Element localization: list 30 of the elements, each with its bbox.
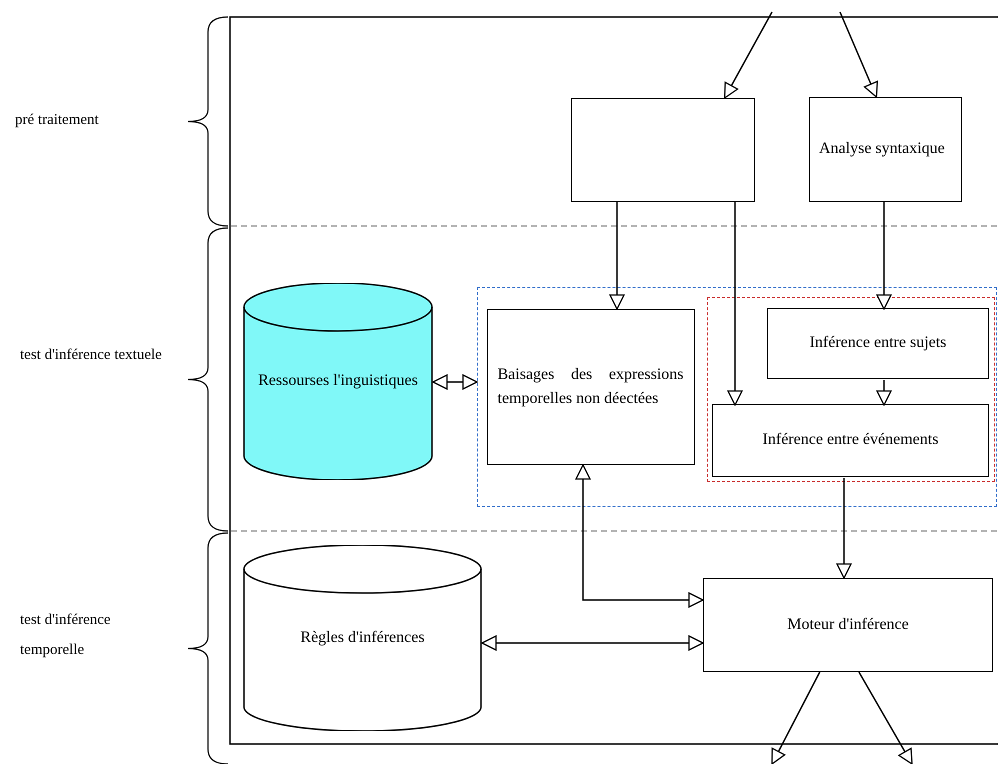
- dashed-group: [706, 296, 994, 482]
- node-text: Baisages des expressions temporelles non déectées: [498, 364, 684, 408]
- arrow: [876, 380, 892, 406]
- arrow: [858, 672, 913, 764]
- process-box: [809, 97, 962, 202]
- section-label: test d'inférence temporelle: [20, 611, 112, 660]
- section-label: pré traitement: [15, 111, 100, 130]
- node-text: Inférence entre événements: [762, 430, 938, 450]
- arrow: [727, 202, 743, 406]
- node-text: Règles d'inférences: [300, 628, 425, 648]
- arrow: [724, 12, 773, 99]
- process-box: [486, 308, 694, 464]
- process-box: [571, 98, 755, 202]
- arrow: [876, 202, 892, 310]
- arrow: [839, 12, 878, 98]
- arrow: [432, 374, 478, 390]
- arrow: [836, 478, 852, 579]
- arrow: [575, 464, 704, 608]
- arrow: [771, 672, 820, 764]
- node-text: Analyse syntaxique: [819, 139, 946, 160]
- section-label: test d'inférence textuele: [20, 346, 163, 365]
- node-text: Inférence entre sujets: [810, 333, 946, 354]
- process-box: [712, 404, 989, 477]
- process-box: [703, 578, 993, 672]
- dashed-group: [477, 287, 997, 507]
- process-box: [767, 308, 989, 379]
- node-text: Ressourses l'inguistiques: [258, 371, 418, 392]
- arrow: [609, 202, 625, 310]
- arrow: [481, 635, 704, 651]
- node-text: Moteur d'inférence: [787, 614, 909, 635]
